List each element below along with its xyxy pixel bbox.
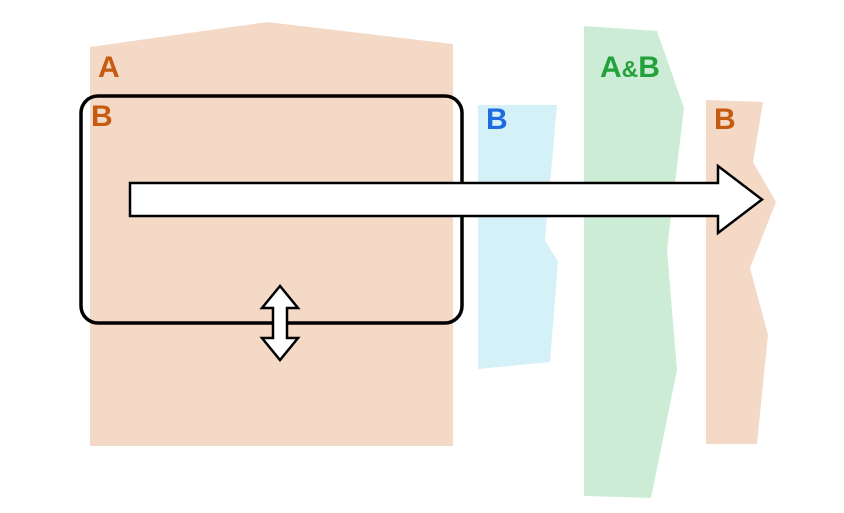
- label-green-ab-b: B: [638, 51, 660, 84]
- label-green-ab-amp: &: [621, 56, 639, 82]
- flow-arrow-right: [128, 163, 765, 236]
- region-ab-green-band: [584, 26, 684, 498]
- label-box-b: B: [91, 100, 113, 133]
- region-b-cyan-band: [478, 105, 558, 369]
- label-cyan-b: B: [486, 103, 508, 136]
- region-b-right-band: [706, 100, 776, 444]
- double-arrow-vertical: [259, 284, 301, 362]
- region-a-shape: [90, 22, 453, 446]
- label-green-ab: A&B: [600, 53, 660, 83]
- label-green-ab-a: A: [600, 51, 622, 84]
- label-region-a: A: [98, 51, 120, 84]
- label-right-b: B: [714, 103, 736, 136]
